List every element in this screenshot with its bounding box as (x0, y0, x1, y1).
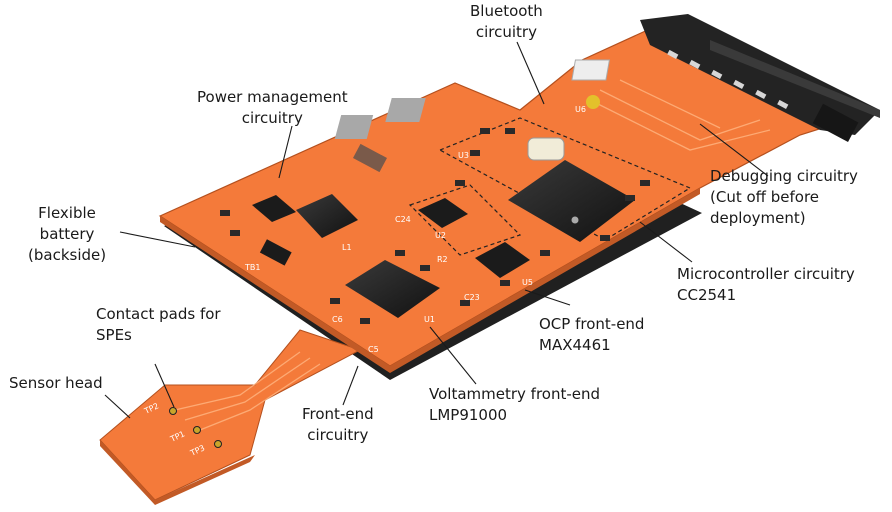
silk-l1: L1 (342, 243, 352, 252)
silk-u3: U3 (458, 151, 469, 160)
silk-c5: C5 (368, 345, 379, 354)
silk-u5: U5 (522, 278, 533, 287)
label-ocp-frontend: OCP front-end MAX4461 (539, 314, 644, 356)
label-microcontroller: Microcontroller circuitry CC2541 (677, 264, 855, 306)
bluetooth-antenna-pad (586, 95, 600, 109)
label-frontend-circuitry: Front-end circuitry (302, 404, 374, 446)
label-contact-pads: Contact pads for SPEs (96, 304, 221, 346)
silk-u1: U1 (424, 315, 435, 324)
label-sensor-head: Sensor head (9, 373, 103, 394)
silk-u2: U2 (435, 231, 446, 240)
label-bluetooth-circuitry: Bluetooth circuitry (470, 1, 543, 43)
bluetooth-balun (572, 60, 610, 80)
silk-c24: C24 (395, 215, 411, 224)
silk-u6: U6 (575, 105, 586, 114)
silk-c6: C6 (332, 315, 343, 324)
label-flexible-battery: Flexible battery (backside) (28, 203, 106, 266)
label-power-management: Power management circuitry (197, 87, 348, 129)
label-debugging-circuitry: Debugging circuitry (Cut off before depl… (710, 166, 858, 229)
label-voltammetry-frontend: Voltammetry front-end LMP91000 (429, 384, 600, 426)
silk-tb1: TB1 (244, 263, 260, 272)
silk-c23: C23 (464, 293, 480, 302)
silk-r2: R2 (437, 255, 448, 264)
